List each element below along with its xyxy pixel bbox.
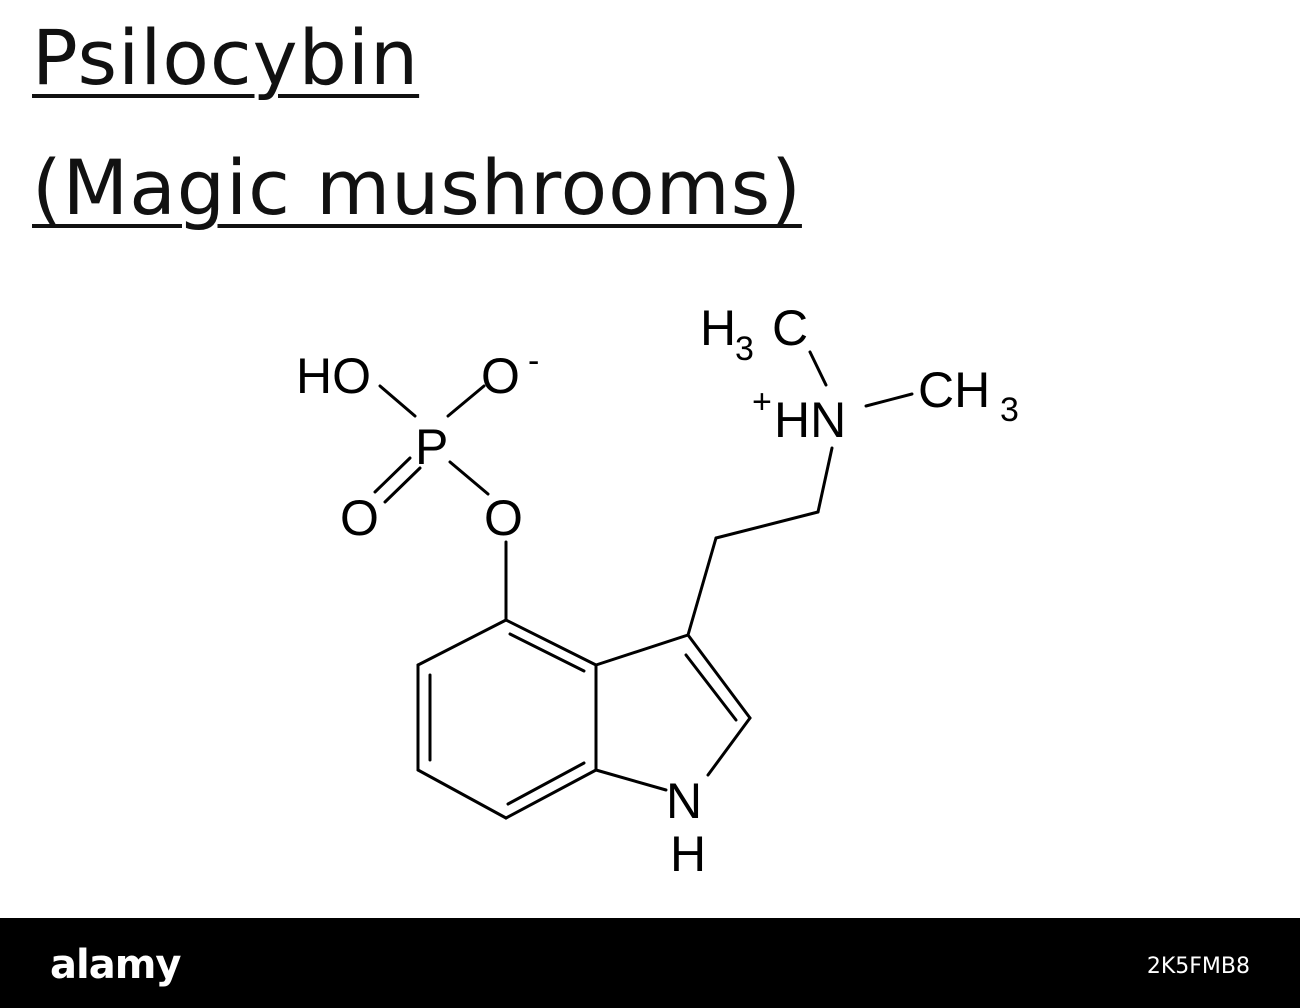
bond-p-odouble-b — [383, 466, 422, 504]
bonds — [373, 350, 914, 820]
bond-p-oh — [378, 384, 417, 418]
charge-minus: - — [528, 342, 539, 380]
atom-h3c-h: H — [700, 300, 736, 356]
atom-hn: HN — [774, 392, 846, 448]
atom-phosphorus: P — [415, 419, 448, 475]
brand-logo: alamy — [50, 942, 181, 988]
title-line-2: (Magic mushrooms) — [32, 143, 802, 232]
watermark-footer: alamy 2K5FMB8 — [0, 918, 1300, 1008]
bond-p-odouble-a — [373, 456, 412, 494]
atom-ho: HO — [296, 348, 371, 404]
image-id: 2K5FMB8 — [1146, 954, 1250, 979]
atom-ring-n: N — [666, 773, 702, 829]
bond-c2-n1 — [706, 716, 752, 777]
bond-c3a-c4 — [504, 618, 598, 667]
atom-o-double: O — [340, 490, 379, 546]
bond-c3-c2 — [686, 633, 752, 720]
atom-o-ester: O — [484, 490, 523, 546]
bond-n-methyl1 — [808, 350, 828, 387]
bond-n-methyl2 — [864, 392, 914, 408]
title-line-1: Psilocybin — [32, 13, 420, 102]
bond-inner-c3a-c4 — [508, 632, 586, 673]
bond-c4-c5 — [416, 618, 508, 667]
bond-c7-c7a — [504, 768, 598, 820]
bond-ca-cb — [714, 510, 820, 540]
bond-cb-n — [816, 446, 834, 514]
atom-h3c-sub: 3 — [735, 330, 754, 368]
atom-labels: HO O - P O O H 3 C + HN CH 3 N H — [296, 300, 1019, 882]
bond-c6-c7 — [416, 768, 508, 820]
psilocybin-structure: HO O - P O O H 3 C + HN CH 3 N H — [296, 300, 1019, 882]
charge-plus: + — [752, 383, 772, 421]
atom-ch3-ch: CH — [918, 362, 990, 418]
bond-n1-c7a — [594, 768, 668, 792]
atom-o-minus: O — [481, 348, 520, 404]
bond-inner-c7-c7a — [506, 761, 586, 806]
atom-ring-h: H — [670, 826, 706, 882]
bond-inner-c3-c2 — [684, 653, 738, 722]
atom-h3c-c: C — [772, 300, 808, 356]
atom-ch3-sub: 3 — [1000, 391, 1019, 429]
bond-c3a-c3 — [594, 633, 690, 667]
bond-c3-ca — [686, 536, 718, 637]
bond-o-p — [448, 460, 490, 496]
bond-p-ominus — [446, 384, 486, 418]
